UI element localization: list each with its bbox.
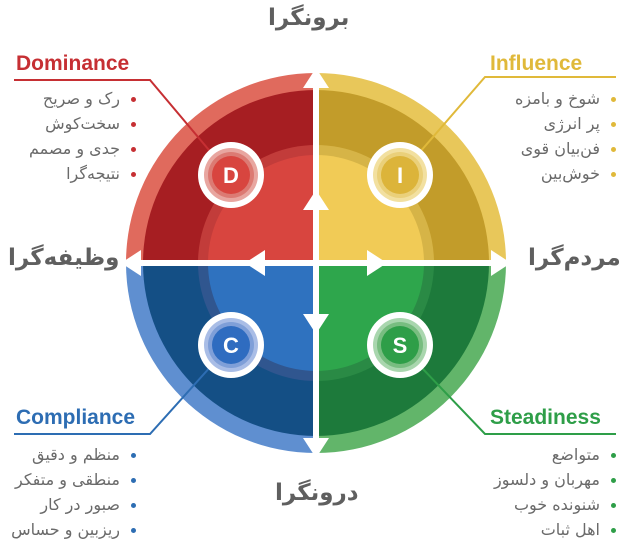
influence-letter: I xyxy=(397,163,403,188)
compliance-title: Compliance xyxy=(16,406,136,429)
steadiness-letter: S xyxy=(393,333,408,358)
dominance-letter: D xyxy=(223,163,239,188)
dominance-connector xyxy=(14,79,231,176)
steadiness-connector xyxy=(399,344,616,435)
axis-label-bottom: درونگرا xyxy=(275,480,359,506)
list-item: متواضع xyxy=(494,442,616,467)
dominance-traits: رک و صریح سخت‌کوش جدی و مصمم نتیجه‌گرا xyxy=(29,86,136,186)
list-item: پر انرژی xyxy=(515,111,616,136)
compliance-traits: منظم و دقیق منطقی و متفکر صبور در کار ری… xyxy=(11,442,136,542)
compliance-letter: C xyxy=(223,333,239,358)
axis-label-top: برونگرا xyxy=(268,5,350,31)
compliance-connector xyxy=(14,344,231,435)
list-item: نتیجه‌گرا xyxy=(29,161,136,186)
steadiness-title: Steadiness xyxy=(490,406,601,429)
list-item: خوش‌بین xyxy=(515,161,616,186)
list-item: ریزبین و حساس xyxy=(11,517,136,542)
arrow-left-icon xyxy=(121,250,141,276)
dominance-badge xyxy=(198,142,264,208)
list-item: شوخ و بامزه xyxy=(515,86,616,111)
list-item: رک و صریح xyxy=(29,86,136,111)
list-item: مهربان و دلسوز xyxy=(494,467,616,492)
arrow-down-icon xyxy=(303,438,329,458)
influence-traits: شوخ و بامزه پر انرژی فن‌بیان قوی خوش‌بین xyxy=(515,86,616,186)
list-item: منطقی و متفکر xyxy=(11,467,136,492)
steadiness-badge xyxy=(367,312,433,378)
influence-connector xyxy=(399,76,616,176)
steadiness-traits: متواضع مهربان و دلسوز شنونده خوب اهل ثبا… xyxy=(494,442,616,542)
arrow-up-icon xyxy=(303,68,329,88)
influence-badge xyxy=(367,142,433,208)
influence-title: Influence xyxy=(490,52,583,75)
list-item: فن‌بیان قوی xyxy=(515,136,616,161)
axis-label-left: وظیفه‌گرا xyxy=(8,245,120,271)
list-item: منظم و دقیق xyxy=(11,442,136,467)
axis-label-right: مردم‌گرا xyxy=(528,245,621,271)
dominance-title: Dominance xyxy=(16,52,130,75)
compliance-badge xyxy=(198,312,264,378)
list-item: جدی و مصمم xyxy=(29,136,136,161)
list-item: اهل ثبات xyxy=(494,517,616,542)
list-item: سخت‌کوش xyxy=(29,111,136,136)
list-item: صبور در کار xyxy=(11,492,136,517)
arrow-right-icon xyxy=(491,250,511,276)
list-item: شنونده خوب xyxy=(494,492,616,517)
